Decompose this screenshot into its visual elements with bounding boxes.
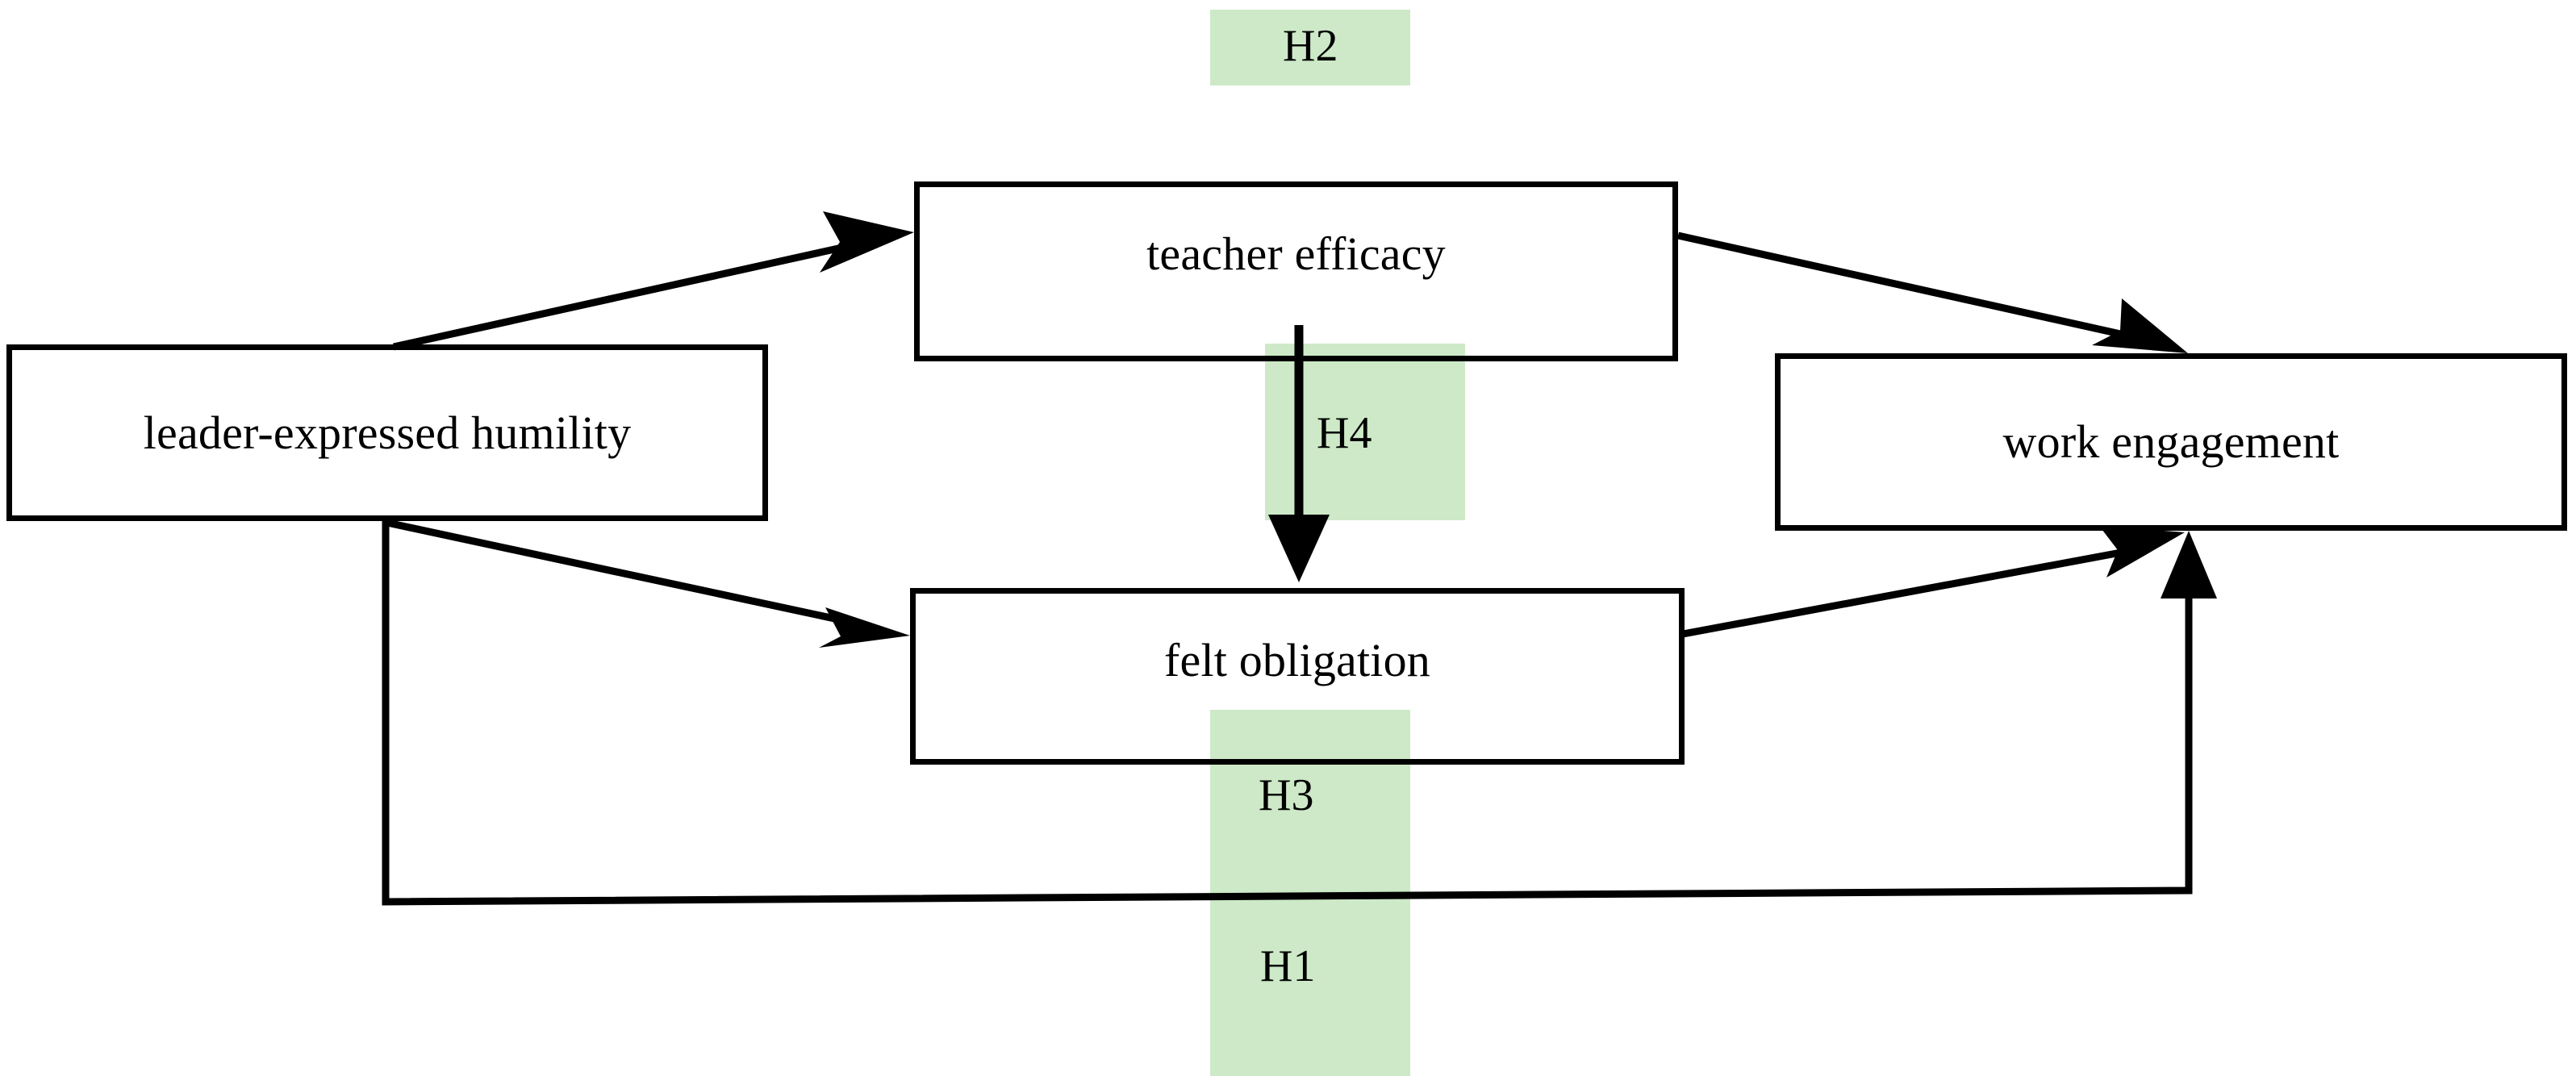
node-leader-expressed-humility[interactable]: leader-expressed humility: [6, 344, 768, 521]
node-label-teacher-efficacy: teacher efficacy: [1146, 227, 1446, 280]
highlight-band-h2: [1210, 10, 1410, 85]
hypothesis-label-h3: H3: [1259, 770, 1314, 820]
edge-efficacy-to-engagement: [1677, 231, 2188, 353]
node-label-leader-expressed-humility: leader-expressed humility: [143, 406, 632, 459]
edge-humility-to-efficacy: [393, 211, 914, 351]
hypothesis-label-h2: H2: [1283, 21, 1338, 71]
node-work-engagement[interactable]: work engagement: [1775, 353, 2567, 531]
edge-obligation-to-engagement: [1682, 526, 2185, 638]
edge-humility-to-obligation: [386, 519, 910, 648]
node-teacher-efficacy[interactable]: teacher efficacy: [914, 181, 1678, 361]
node-label-felt-obligation: felt obligation: [1164, 633, 1430, 686]
hypothesis-label-h4: H4: [1317, 408, 1372, 458]
node-felt-obligation[interactable]: felt obligation: [910, 588, 1685, 765]
edge-humility-to-engagement-direct: [382, 521, 2217, 906]
node-label-work-engagement: work engagement: [2002, 415, 2340, 468]
hypothesis-label-h1: H1: [1260, 941, 1316, 991]
